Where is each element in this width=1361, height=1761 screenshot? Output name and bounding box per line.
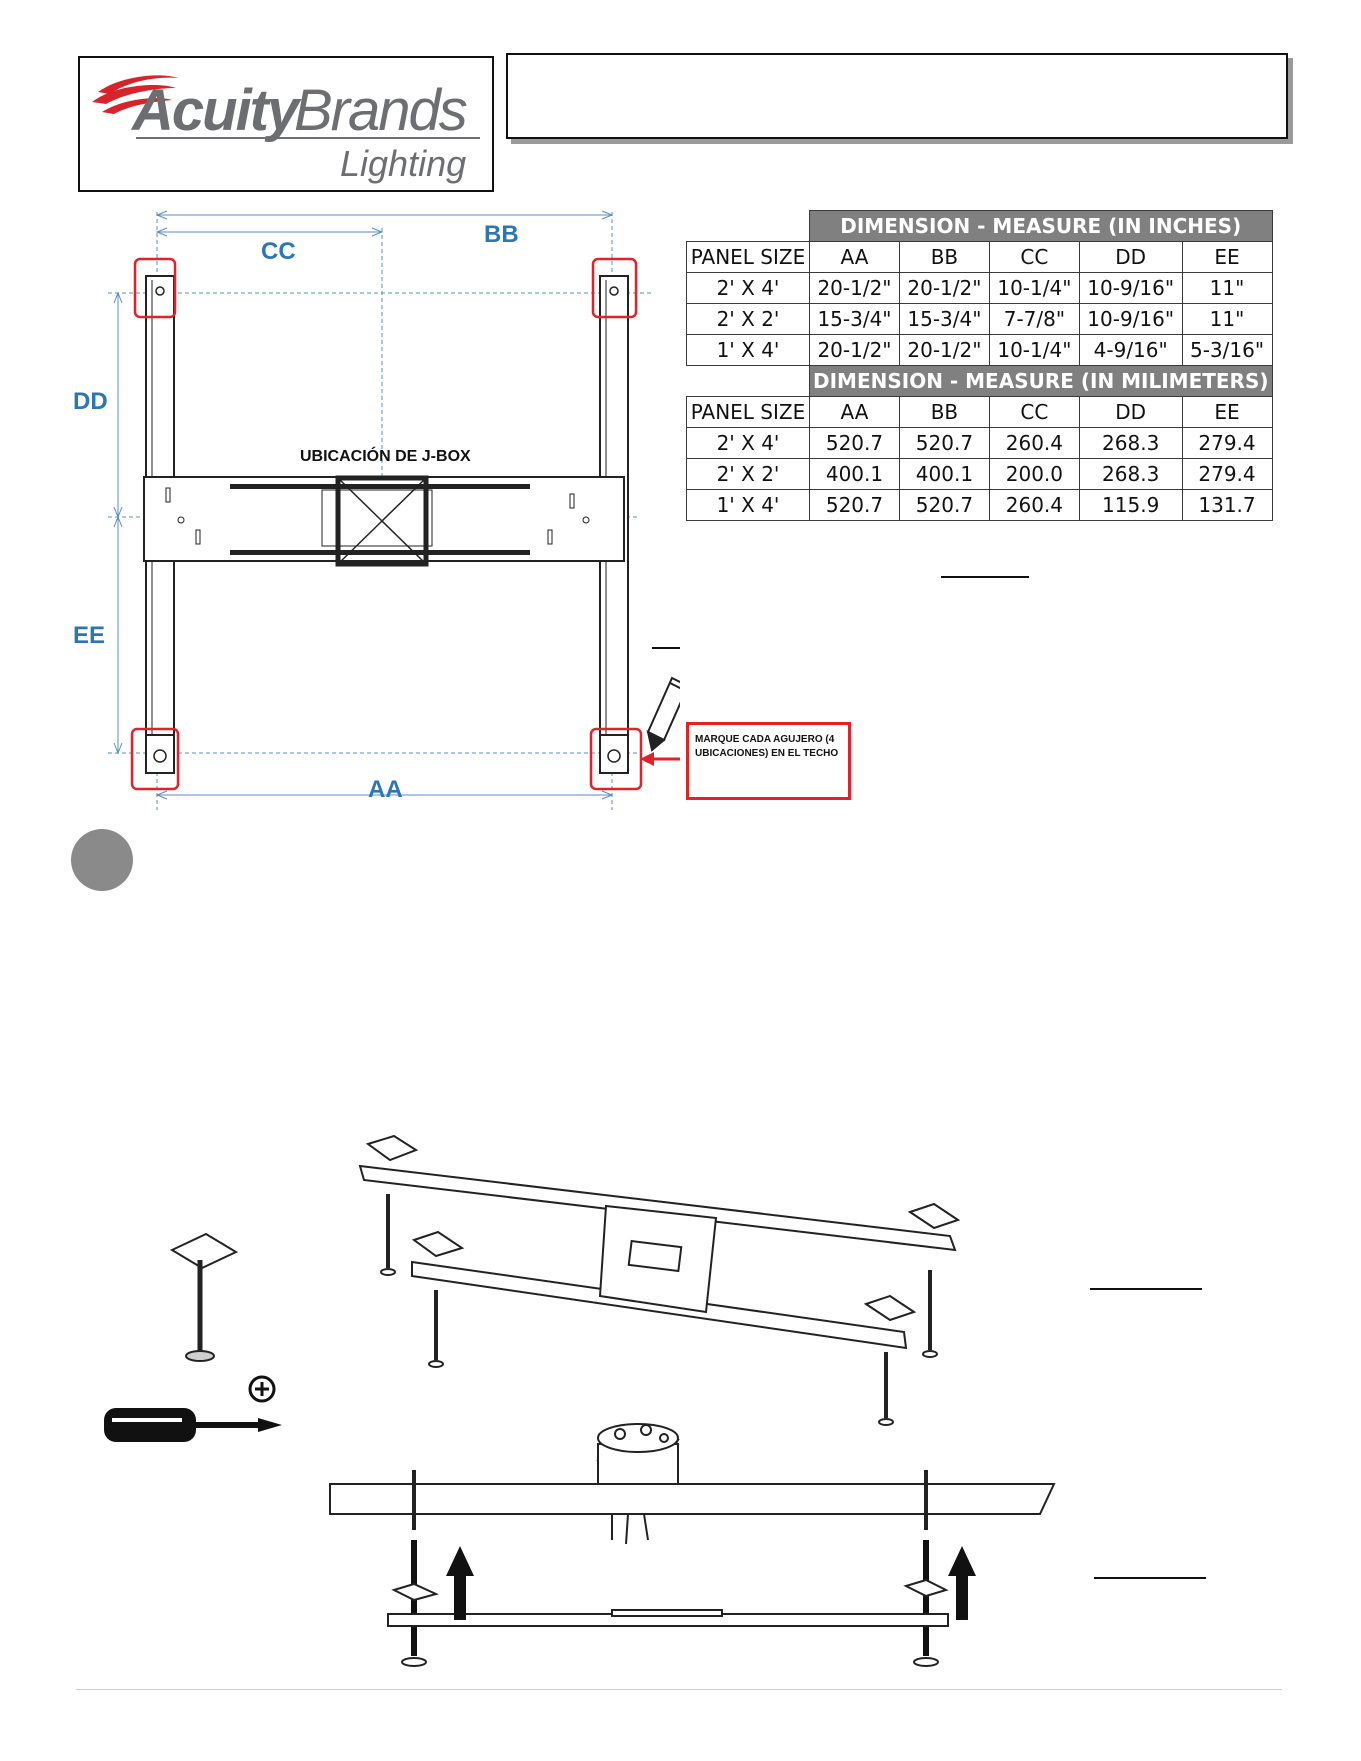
table-cell: 520.7 [898, 427, 990, 459]
arrow-up-icon [446, 1546, 474, 1620]
table-row: 2' X 4' 520.7 520.7 260.4 268.3 279.4 [686, 427, 1273, 459]
pencil-icon [646, 676, 680, 752]
logo-brand-secondary: Brands [294, 78, 467, 143]
aa-arrow-left [155, 790, 168, 800]
col-panel-size: PANEL SIZE [686, 241, 810, 273]
table-cell: 2' X 2' [686, 303, 810, 335]
table-cell: 1' X 4' [686, 489, 810, 521]
table-row: 2' X 2' 15-3/4" 15-3/4" 7-7/8" 10-9/16" … [686, 303, 1273, 335]
table-cell: 260.4 [988, 489, 1080, 521]
acuity-brands-logo: Acuity Brands Lighting [92, 75, 480, 184]
table-cell: 260.4 [988, 427, 1080, 459]
footer-rule [76, 1689, 1282, 1690]
arrow-up-icon [948, 1546, 976, 1620]
dd-arrow-top [113, 291, 123, 304]
table-cell: 10-1/4" [988, 334, 1080, 366]
underline-mark [941, 576, 1029, 578]
col-aa: AA [809, 241, 900, 273]
table-row: 1' X 4' 20-1/2" 20-1/2" 10-1/4" 4-9/16" … [686, 334, 1273, 366]
label-aa: AA [368, 776, 403, 803]
mark-holes-note-box [686, 722, 851, 800]
col-cc: CC [988, 396, 1080, 428]
table-cell: 2' X 4' [686, 272, 810, 304]
col-bb: BB [898, 241, 990, 273]
table-cell: 520.7 [809, 489, 900, 521]
col-ee: EE [1181, 241, 1273, 273]
table-row: 2' X 4' 20-1/2" 20-1/2" 10-1/4" 10-9/16"… [686, 272, 1273, 304]
logo-box: Acuity Brands Lighting [78, 56, 494, 192]
table-cell: 11" [1181, 303, 1273, 335]
table-cell: 279.4 [1181, 427, 1273, 459]
table-cell: 10-1/4" [988, 272, 1080, 304]
table-cell: 10-9/16" [1078, 303, 1183, 335]
table-cell: 20-1/2" [898, 334, 990, 366]
ceiling-board [329, 1483, 1056, 1515]
table-inches-title: DIMENSION - MEASURE (IN INCHES) [809, 210, 1273, 242]
hole-highlight-top-left [133, 257, 177, 319]
table-cell: 20-1/2" [898, 272, 990, 304]
phillips-screwdriver-icon [104, 1408, 282, 1442]
table-cell: 7-7/8" [988, 303, 1080, 335]
table-cell: 5-3/16" [1181, 334, 1273, 366]
table-cell: 279.4 [1181, 458, 1273, 490]
table-cell: 4-9/16" [1078, 334, 1183, 366]
table-cell: 400.1 [809, 458, 900, 490]
logo-sub: Lighting [340, 143, 466, 184]
table-cell: 20-1/2" [809, 272, 900, 304]
label-dd: DD [73, 388, 108, 415]
ee-arrow-top [113, 515, 123, 528]
logo-brand-primary: Acuity [130, 78, 302, 143]
table-cell: 200.0 [988, 458, 1080, 490]
table-cell: 2' X 4' [686, 427, 810, 459]
table-cell: 2' X 2' [686, 458, 810, 490]
table-row: 1' X 4' 520.7 520.7 260.4 115.9 131.7 [686, 489, 1273, 521]
table-cell: 268.3 [1078, 427, 1183, 459]
jbox-outline [335, 475, 429, 567]
toggle-bolt-icon [169, 1232, 239, 1362]
arrow-left-icon [640, 752, 680, 766]
col-panel-size: PANEL SIZE [686, 396, 810, 428]
hole-highlight-top-right [591, 257, 638, 319]
col-dd: DD [1078, 241, 1183, 273]
table-cell: 520.7 [898, 489, 990, 521]
table-cell: 268.3 [1078, 458, 1183, 490]
upper-rail [358, 1164, 957, 1252]
table-cell: 131.7 [1181, 489, 1273, 521]
aa-arrow-right [601, 790, 614, 800]
label-jbox: UBICACIÓN DE J-BOX [300, 446, 471, 465]
col-bb: BB [898, 396, 990, 428]
label-cc: CC [261, 238, 296, 265]
table-cell: 115.9 [1078, 489, 1183, 521]
table-cell: 1' X 4' [686, 334, 810, 366]
table-cell: 15-3/4" [809, 303, 900, 335]
col-cc: CC [988, 241, 1080, 273]
table-row: 2' X 2' 400.1 400.1 200.0 268.3 279.4 [686, 458, 1273, 490]
mark-holes-note-text: MARQUE CADA AGUJERO (4 UBICACIONES) EN E… [695, 734, 839, 759]
step-number-circle [71, 829, 133, 891]
col-ee: EE [1181, 396, 1273, 428]
table-header-row: PANEL SIZE AA BB CC DD EE [686, 396, 1273, 428]
table-cell: 520.7 [809, 427, 900, 459]
title-box [506, 53, 1288, 139]
hole-highlight-bottom-left [130, 727, 180, 791]
table-cell: 15-3/4" [898, 303, 990, 335]
table-cell: 400.1 [898, 458, 990, 490]
ee-arrow-bottom [113, 742, 123, 755]
mounting-plate-diagram: CC BB DD EE AA UBICACIÓN DE J-BOX [73, 210, 680, 810]
col-aa: AA [809, 396, 900, 428]
table-cell: 11" [1181, 272, 1273, 304]
phillips-plus-icon [248, 1375, 276, 1403]
table-mm-title: DIMENSION - MEASURE (IN MILIMETERS) [809, 365, 1273, 397]
label-bb: BB [484, 221, 519, 248]
cc-arrow-left [155, 227, 168, 237]
table-cell: 20-1/2" [809, 334, 900, 366]
table-header-row: PANEL SIZE AA BB CC DD EE [686, 241, 1273, 273]
col-dd: DD [1078, 396, 1183, 428]
dimension-table: DIMENSION - MEASURE (IN INCHES) PANEL SI… [686, 210, 1273, 521]
installation-illustration [104, 1134, 1206, 1667]
label-ee: EE [73, 622, 105, 649]
table-cell: 10-9/16" [1078, 272, 1183, 304]
